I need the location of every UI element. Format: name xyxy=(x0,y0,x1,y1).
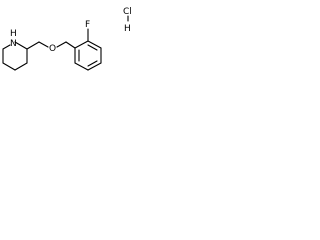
ether-linker xyxy=(26,41,76,50)
atom-label-o: O xyxy=(49,44,56,54)
bond-o-ch2 xyxy=(56,41,67,48)
structure-diagram: N H O F Cl H xyxy=(0,0,146,96)
bond-c2-ch2 xyxy=(26,41,40,50)
bond-ch2-aryl xyxy=(65,41,76,49)
bond-ar2-ar3 xyxy=(74,62,89,71)
atom-label-n: N xyxy=(10,39,17,49)
bond-ch2-o xyxy=(38,41,49,48)
bond-c3-c4 xyxy=(14,62,28,71)
bond-ar5-ar6 xyxy=(87,40,102,49)
bond-c6-n xyxy=(2,44,11,50)
molecule-drawing: N H O F Cl H xyxy=(2,7,132,71)
atom-label-nh: H xyxy=(10,29,17,39)
atom-label-hcl-h: H xyxy=(124,24,131,34)
bond-ar3-ar4 xyxy=(87,62,102,71)
atom-label-cl: Cl xyxy=(123,7,132,17)
bond-c4-c5 xyxy=(2,62,16,71)
double-bond-inner-3 xyxy=(87,44,98,51)
bond-ar6-ar1 xyxy=(74,40,89,49)
bond-n-c2 xyxy=(14,41,28,50)
benzene-ring xyxy=(74,40,102,71)
atom-label-f: F xyxy=(85,20,90,30)
piperidine-ring xyxy=(2,41,28,71)
double-bond-inner-2 xyxy=(87,60,98,67)
